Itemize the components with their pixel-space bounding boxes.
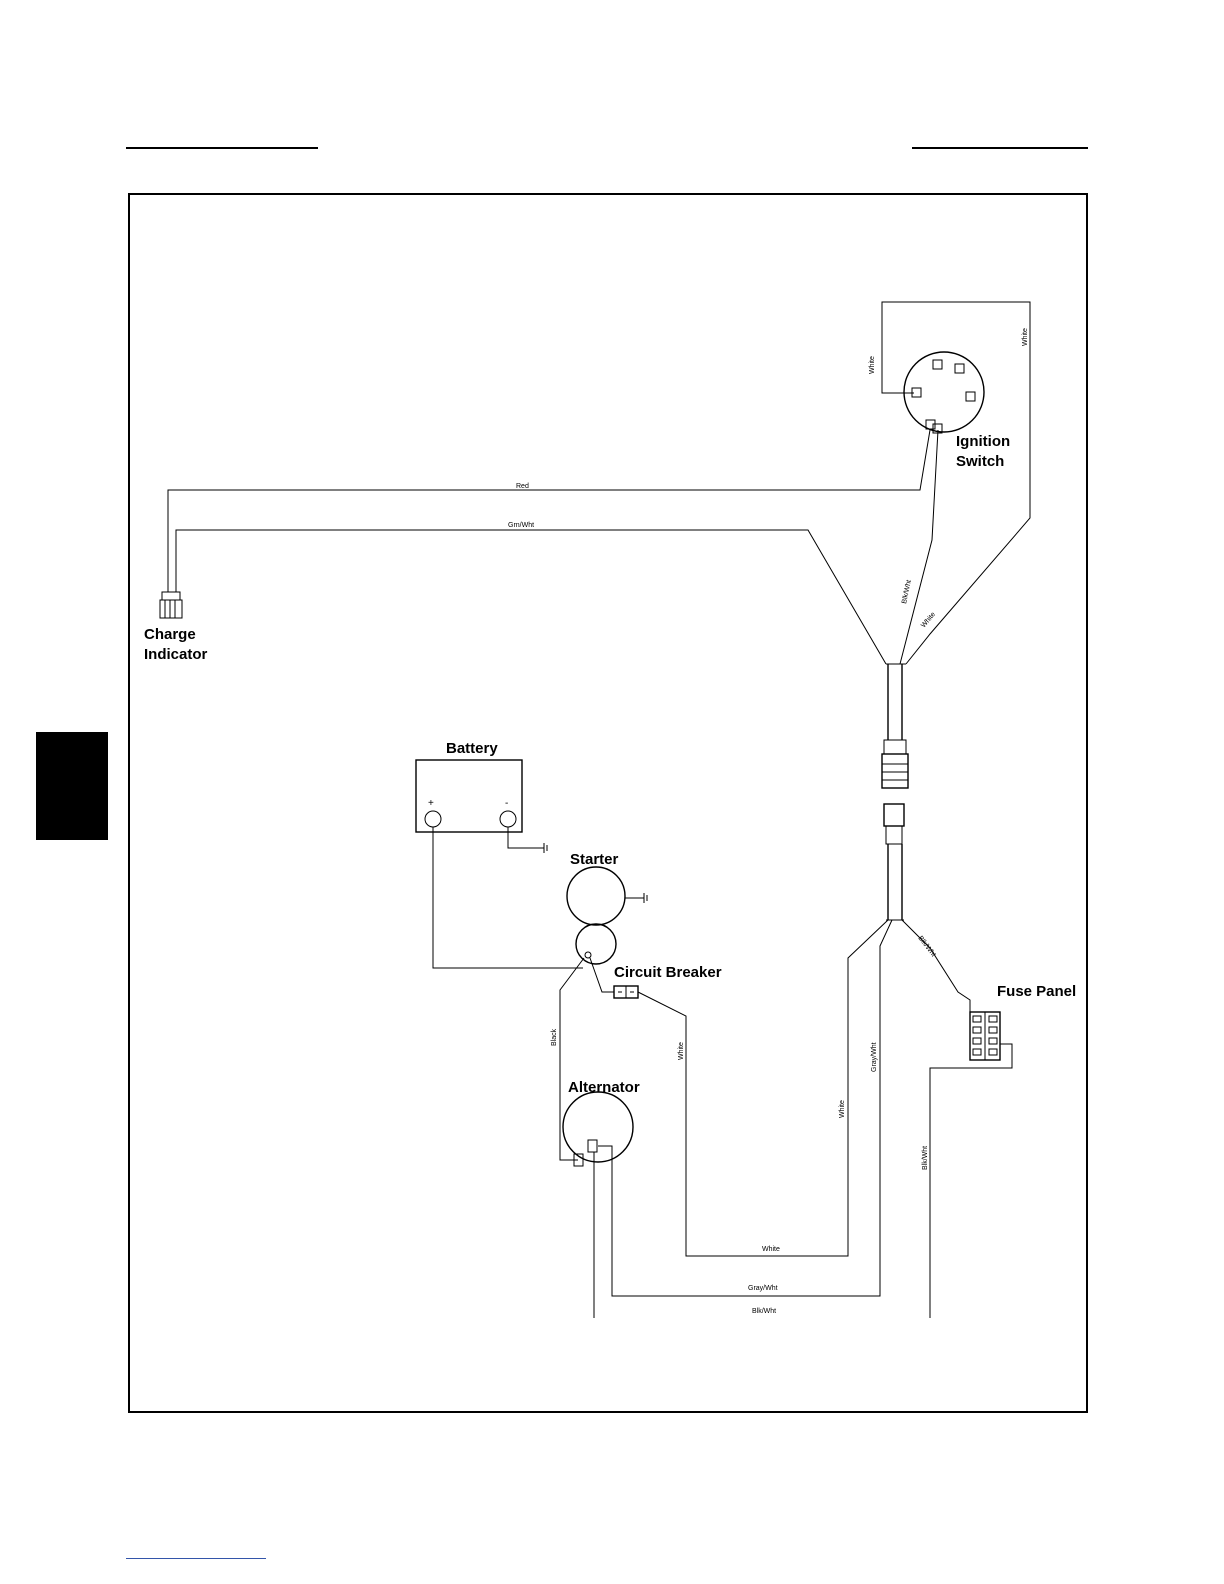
starter-body [567,867,625,925]
wire-label-gray-wht-bottom: Gray/Wht [748,1285,778,1292]
fuse-panel [970,1012,1000,1060]
harness-upper [882,664,908,788]
wire-label-white-bottom: White [762,1246,780,1253]
charge-indicator-label-line2: Indicator [144,646,208,663]
battery-terminal-negative [500,811,516,827]
wire-switch-lead [900,430,938,664]
wire-label-grn-wht: Grn/Wht [508,522,534,529]
charge-indicator-connector [160,592,182,618]
solenoid-terminal [585,952,591,958]
fuse-panel-label: Fuse Panel [997,983,1076,1000]
alternator-terminal-1 [588,1140,597,1152]
wire-label-black: Black [551,1028,558,1046]
battery-positive-mark: + [428,798,434,809]
wire-label-white-switch-left: White [869,356,876,374]
wire-battery-ground [508,827,544,848]
battery-terminal-positive [425,811,441,827]
battery-label: Battery [446,740,498,757]
ignition-switch-label-line2: Switch [956,453,1004,470]
starter-label: Starter [570,851,619,868]
wire-fuse-lead [902,920,970,1012]
harness-lower [884,804,904,920]
charge-indicator-label-line1: Charge [144,626,196,643]
battery-body [416,760,522,832]
ignition-terminal-top-right [955,364,964,373]
wire-white-loop [882,302,1030,664]
battery-negative-mark: - [505,798,508,809]
wire-grn-wht [176,530,886,664]
alternator-body [563,1092,633,1162]
ignition-switch [904,352,984,433]
wire-fuse-output [930,1044,1012,1318]
ground-icon [544,843,547,853]
starter-solenoid [576,924,616,964]
ignition-terminal-top [933,360,942,369]
ground-icon [644,893,647,903]
wire-label-white-breaker: White [678,1042,685,1060]
alternator-label: Alternator [568,1079,640,1096]
wire-label-white-switch-right: White [1022,328,1029,346]
wire-label-switch-lead: Blk/Wht [901,579,913,604]
circuit-breaker-label: Circuit Breaker [614,964,722,981]
wire-label-fuse-lead: Blk/Wht [916,935,936,958]
wire-label-blk-wht-bottom: Blk/Wht [752,1308,776,1315]
wire-label-gray-wht-vertical: Gray/Wht [871,1042,878,1072]
ignition-switch-label-line1: Ignition [956,433,1010,450]
wire-label-blk-wht-vertical: Blk/Wht [922,1146,929,1170]
wire-label-white-vertical: White [839,1100,846,1118]
circuit-breaker [614,986,638,998]
wire-red [168,430,930,592]
ignition-terminal-right [966,392,975,401]
wire-label-red: Red [516,483,529,490]
wire-label-white-diag: White [920,611,937,629]
